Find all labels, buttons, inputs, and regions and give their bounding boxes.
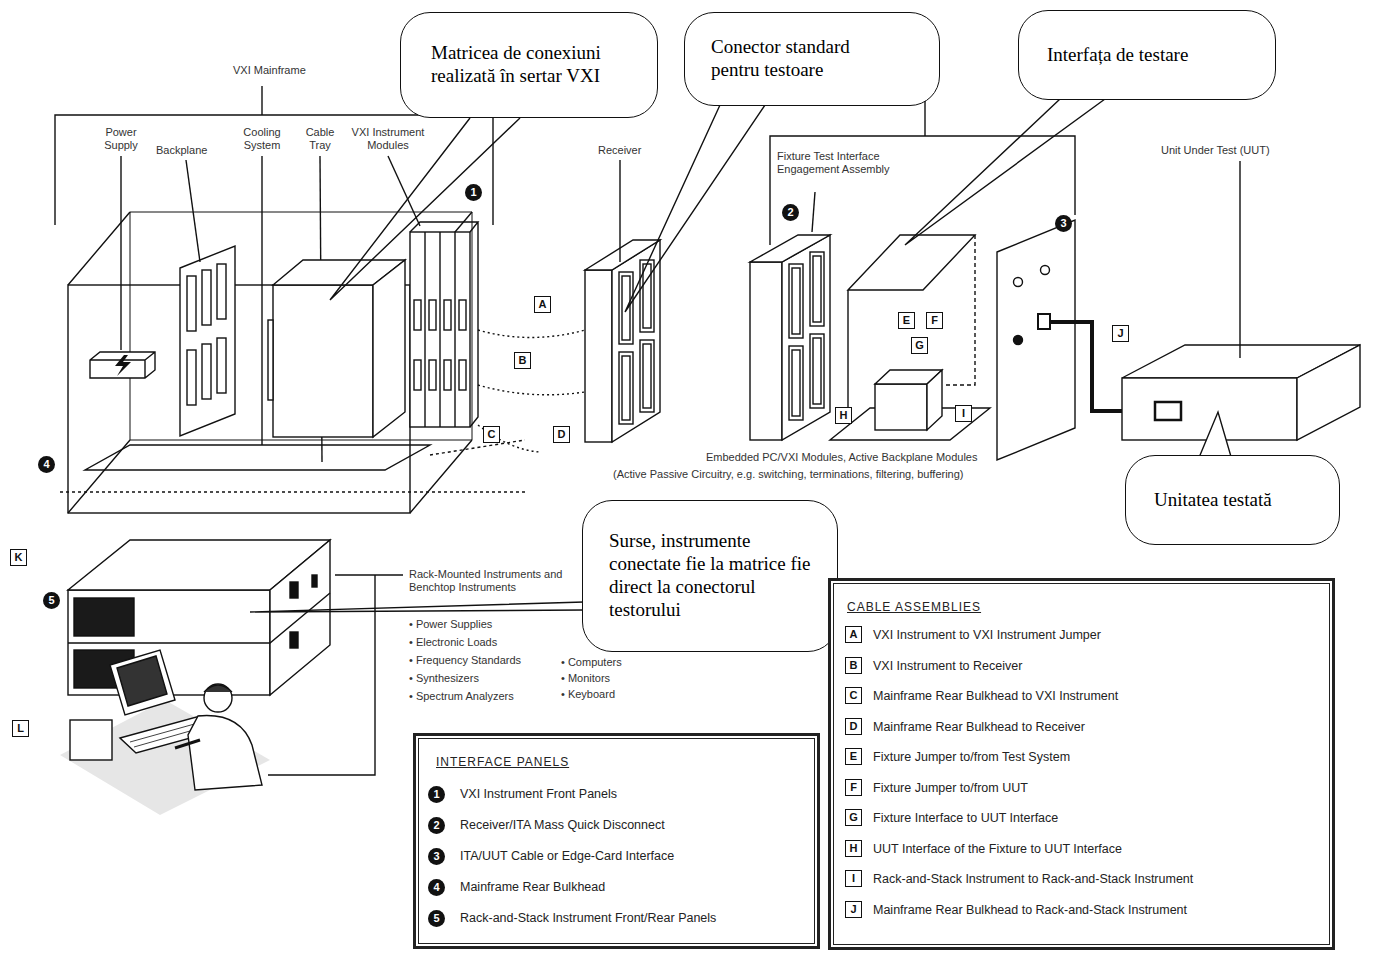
callout-text: Matricea de conexiuni realizată în serta… [431,42,621,88]
callout-letter: D [553,426,570,443]
callout-number: 2 [428,817,445,834]
part-label: Fixture Test Interface Engagement Assemb… [776,150,911,176]
panel-item: Mainframe Rear Bulkhead to VXI Instrumen… [873,688,1118,704]
part-label: Receiver [597,144,642,157]
callout-text: Interfața de testare [1047,44,1188,67]
part-label: Backplane [155,144,208,157]
callout-letter: E [845,748,862,765]
callout-letter: F [845,779,862,796]
part-label: • Keyboard [560,688,616,701]
callout-letter: G [911,337,928,354]
panel-item: Fixture Jumper to/from Test System [873,749,1070,765]
part-label: Power Supply [96,126,146,152]
part-label: Rack-Mounted Instruments and Benchtop In… [408,568,578,594]
panel-item: Fixture Interface to UUT Interface [873,810,1058,826]
panel-item: Rack-and-Stack Instrument Front/Rear Pan… [460,910,716,926]
callout-letter: C [845,687,862,704]
legend-panel: CABLE ASSEMBLIES VXI Instrument to VXI In… [828,578,1335,950]
callout-number: 5 [428,910,445,927]
callout-letter: F [926,312,943,329]
part-label: (Active Passive Circuitry, e.g. switchin… [612,468,965,481]
part-label: • Electronic Loads [408,636,498,649]
callout-letter: J [1112,325,1129,342]
part-label: Cable Tray [298,126,342,152]
panel-item: Rack-and-Stack Instrument to Rack-and-St… [873,871,1193,887]
panel-item: Fixture Jumper to/from UUT [873,780,1028,796]
callout-letter: G [845,809,862,826]
callout-number: 2 [782,204,799,221]
callout-letter: A [845,626,862,643]
part-label: Cooling System [236,126,288,152]
panel-item: UUT Interface of the Fixture to UUT Inte… [873,841,1122,857]
callout-letter: A [534,296,551,313]
part-label: • Monitors [560,672,611,685]
callout-bubble: Interfața de testare [1018,10,1276,100]
panel-item: Receiver/ITA Mass Quick Disconnect [460,817,665,833]
callout-bubble: Unitatea testată [1125,455,1340,545]
panel-item: Mainframe Rear Bulkhead to Receiver [873,719,1085,735]
callout-letter: D [845,718,862,735]
callout-text: Conector standard pentru testoare [711,36,899,82]
callout-bubble: Conector standard pentru testoare [684,12,940,106]
callout-letter: H [845,840,862,857]
callout-letter: I [845,870,862,887]
callout-letter: J [845,901,862,918]
panel-item: Mainframe Rear Bulkhead to Rack-and-Stac… [873,902,1187,918]
panel-item: VXI Instrument to Receiver [873,658,1022,674]
callout-letter: B [845,657,862,674]
part-label: • Synthesizers [408,672,480,685]
callout-letter: K [10,549,27,566]
callout-letter: B [514,352,531,369]
callout-bubble: Surse, instrumente conectate fie la matr… [582,500,838,652]
callout-number: 4 [428,879,445,896]
callout-number: 4 [38,456,55,473]
legend-panel: INTERFACE PANELS VXI Instrument Front Pan… [413,733,820,949]
panel-item: VXI Instrument to VXI Instrument Jumper [873,627,1101,643]
panel-heading: CABLE ASSEMBLIES [847,599,981,615]
callout-number: 1 [465,184,482,201]
callout-letter: C [483,426,500,443]
callout-number: 1 [428,786,445,803]
callout-letter: I [955,405,972,422]
part-label: VXI Mainframe [232,64,307,77]
part-label: • Spectrum Analyzers [408,690,515,703]
part-label: Unit Under Test (UUT) [1160,144,1271,157]
callout-number: 5 [43,592,60,609]
part-label: • Power Supplies [408,618,493,631]
panel-item: VXI Instrument Front Panels [460,786,617,802]
callout-text: Unitatea testată [1154,489,1272,512]
callout-number: 3 [1055,215,1072,232]
callout-letter: H [835,407,852,424]
part-label: • Computers [560,656,623,669]
part-label: • Frequency Standards [408,654,522,667]
callout-number: 3 [428,848,445,865]
callout-text: Surse, instrumente conectate fie la matr… [609,530,815,621]
callout-bubble: Matricea de conexiuni realizată în serta… [400,12,658,118]
callout-letter: L [12,720,29,737]
panel-heading: INTERFACE PANELS [436,754,569,770]
panel-item: ITA/UUT Cable or Edge-Card Interface [460,848,674,864]
panel-item: Mainframe Rear Bulkhead [460,879,605,895]
callout-letter: E [898,312,915,329]
part-label: VXI Instrument Modules [345,126,431,152]
part-label: Embedded PC/VXI Modules, Active Backplan… [705,451,978,464]
